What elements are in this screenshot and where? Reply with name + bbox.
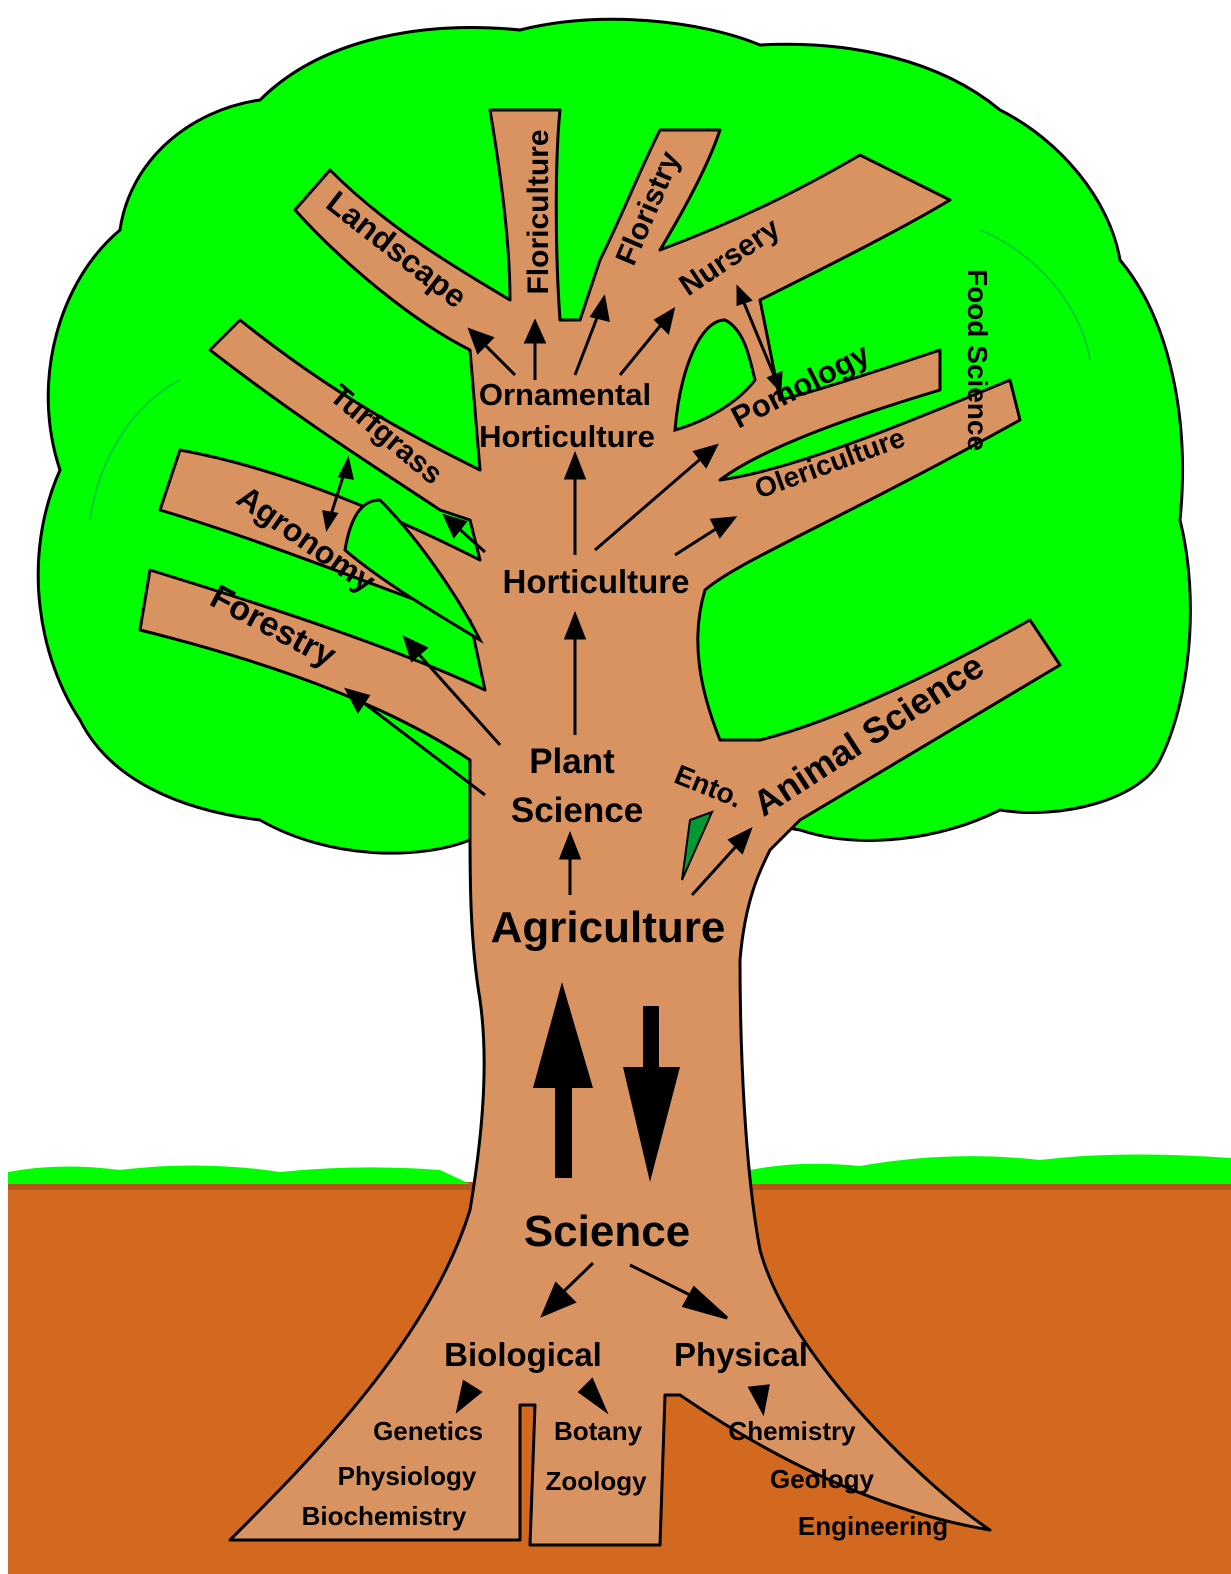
- label-floriculture: Floriculture: [522, 129, 555, 294]
- label-geology: Geology: [770, 1464, 875, 1494]
- label-food-science: Food Science: [962, 269, 993, 451]
- label-ornamental: Ornamental: [479, 377, 651, 412]
- label-genetics: Genetics: [373, 1416, 483, 1446]
- label-horticulture: Horticulture: [502, 563, 689, 600]
- label-biochemistry: Biochemistry: [302, 1501, 467, 1531]
- label-science: Science: [524, 1207, 690, 1256]
- label-biological: Biological: [444, 1336, 602, 1373]
- label-botany: Botany: [554, 1416, 643, 1446]
- label-physical: Physical: [674, 1336, 808, 1373]
- label-plant-science: Science: [511, 791, 643, 830]
- label-physiology: Physiology: [338, 1461, 477, 1491]
- label-plant: Plant: [529, 742, 615, 781]
- label-chemistry: Chemistry: [728, 1416, 856, 1446]
- label-ornamental-horticulture: Horticulture: [479, 419, 655, 454]
- label-zoology: Zoology: [545, 1466, 647, 1496]
- label-agriculture: Agriculture: [491, 903, 726, 952]
- label-engineering: Engineering: [798, 1511, 948, 1541]
